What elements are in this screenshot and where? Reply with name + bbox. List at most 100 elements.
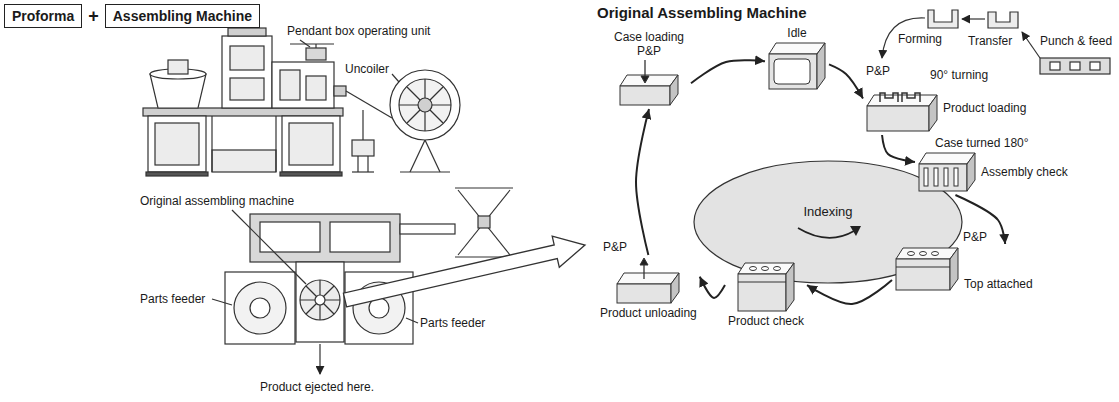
step-label: Punch & feed (1040, 34, 1112, 49)
lid-line (738, 282, 786, 283)
terminal-part (924, 168, 928, 186)
case-face (738, 274, 786, 311)
title-box: Proforma (4, 4, 82, 28)
machine-elevation (146, 172, 208, 176)
node-text: Assembling Machine (113, 8, 252, 24)
case-face (620, 75, 678, 86)
machine-elevation (230, 78, 264, 100)
station: Assembly check (918, 152, 1068, 192)
flow-arrow (829, 64, 863, 98)
step-label: Case turned 180° (935, 136, 1029, 151)
uncoiler-drawing (407, 87, 443, 123)
forming-sequence (1022, 32, 1040, 58)
machine-plan-view (306, 286, 334, 314)
leader-line (232, 210, 306, 284)
uncoiler-drawing (407, 87, 443, 123)
machine-plan-view (306, 286, 334, 314)
uncoiler-drawing (390, 70, 460, 140)
case-face (896, 248, 958, 259)
part-label: Pendant box operating unit (287, 24, 430, 39)
machine-elevation (211, 116, 212, 172)
case-face (867, 106, 929, 131)
case-face (929, 95, 937, 131)
forming-sequence (928, 10, 958, 28)
plus-sign: + (88, 6, 99, 27)
station: Product check (728, 262, 804, 328)
section-title: Original Assembling Machine (597, 4, 807, 22)
case-drawing (617, 258, 679, 303)
rotation-arrow (798, 228, 854, 238)
machine-elevation (367, 156, 368, 172)
machine-elevation (155, 123, 199, 165)
leader-line (392, 74, 399, 82)
leader-line (212, 299, 232, 305)
station-icon (866, 84, 938, 132)
machine-elevation (352, 171, 374, 172)
case-drawing (769, 43, 825, 89)
uncoiler-drawing (400, 171, 450, 172)
machine-plan-view (212, 188, 513, 374)
forming-sequence (988, 12, 1018, 28)
note-label: Product ejected here. (260, 380, 374, 395)
hole (774, 267, 781, 271)
machine-elevation (275, 116, 276, 172)
machine-elevation (272, 62, 334, 108)
case-face (671, 273, 679, 303)
machine-plan-view (250, 298, 270, 318)
step-label: P&P (603, 240, 627, 255)
machine-elevation (346, 91, 392, 118)
terminal-part (880, 93, 898, 102)
machine-plan-view (225, 272, 295, 344)
uncoiler-drawing (390, 70, 460, 172)
rotation-arrow (850, 226, 861, 236)
step-label: P&P (866, 64, 890, 79)
case-drawing (738, 263, 794, 311)
hole (750, 267, 757, 271)
machine-elevation (168, 60, 188, 74)
step-label: Transfer (968, 34, 1012, 49)
case-face (786, 263, 794, 311)
machine-elevation (357, 156, 358, 172)
machine-plan-view (400, 224, 455, 234)
hole (920, 252, 927, 256)
machine-elevation (289, 123, 333, 165)
part-label: Uncoiler (345, 62, 389, 77)
uncoiler-drawing (399, 79, 451, 131)
machine-elevation (230, 46, 264, 70)
uncoiler-drawing (425, 140, 440, 172)
machine-elevation (362, 110, 363, 140)
part-label: Parts feeder (140, 292, 205, 307)
terminal-part (902, 93, 920, 102)
zoom-arrow (343, 236, 585, 307)
node-text: Proforma (12, 8, 74, 24)
machine-elevation (306, 76, 326, 100)
uncoiler-drawing (410, 140, 425, 172)
terminal-part (934, 168, 938, 186)
node-text: Assembly check (981, 165, 1068, 179)
title-box: Assembling Machine (105, 4, 260, 28)
machine-elevation (148, 116, 206, 172)
flow-arrow (700, 277, 725, 298)
node-text: Idle (787, 26, 806, 40)
case-face (620, 86, 670, 105)
case-drawing (919, 153, 975, 191)
node-text: Indexing (803, 204, 852, 219)
station-icon (619, 60, 679, 106)
pick-arrow (640, 258, 648, 265)
eject-arrow (319, 344, 320, 374)
case-face (617, 273, 679, 284)
machine-plan-view (300, 280, 340, 320)
machine-plan-view (458, 190, 510, 255)
machine-elevation (222, 36, 272, 108)
station: Top attached (895, 247, 1033, 291)
terminal-part (954, 168, 958, 186)
machine-plan-view (250, 214, 400, 262)
case-drawing (867, 93, 937, 131)
case-face (896, 259, 950, 290)
node-text: Case loading P&P (610, 30, 688, 58)
step-label: 90° turning (930, 68, 988, 83)
step-label: P&P (963, 230, 987, 245)
station-icon (768, 42, 826, 90)
part-label: Original assembling machine (140, 194, 294, 209)
forming-sequence (1070, 62, 1080, 70)
